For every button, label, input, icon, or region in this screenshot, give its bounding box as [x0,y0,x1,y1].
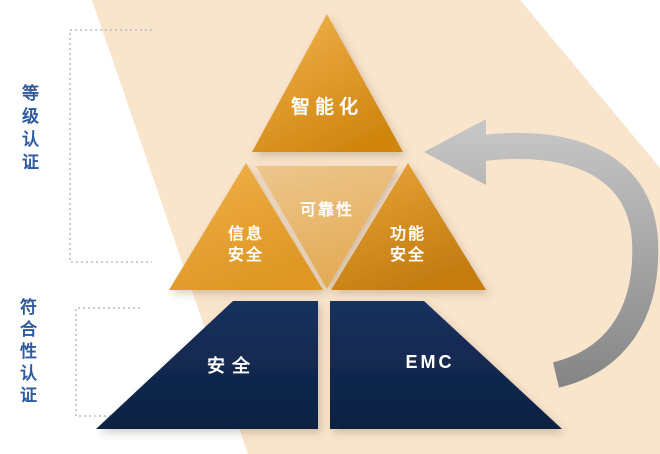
level-certification-label: 等级认证 [19,84,38,176]
middle-right-label: 功能 安全 [389,226,426,264]
middle-left-label: 信息 安全 [227,226,264,264]
pyramid-bottom-right-trapezoid [330,301,562,429]
level-cert-bracket [69,29,152,263]
u-turn-arrow-head [424,119,486,185]
conformity-certification-label: 符合性认证 [17,298,36,408]
conformity-cert-bracket [75,307,140,417]
u-turn-arrow-icon [424,119,659,388]
pyramid-middle-left-triangle [169,163,323,290]
pyramid-middle-center-triangle [256,166,398,289]
pyramid-middle-right-triangle [331,163,486,290]
bottom-right-label: EMC [405,352,455,372]
u-turn-arrow-body [482,132,659,388]
top-tier-label: 智能化 [290,97,363,118]
pyramid-bottom-left-trapezoid [96,301,318,429]
pyramid-top-triangle [252,14,403,152]
middle-center-label: 可靠性 [299,202,354,219]
bottom-left-label: 安全 [207,356,257,376]
